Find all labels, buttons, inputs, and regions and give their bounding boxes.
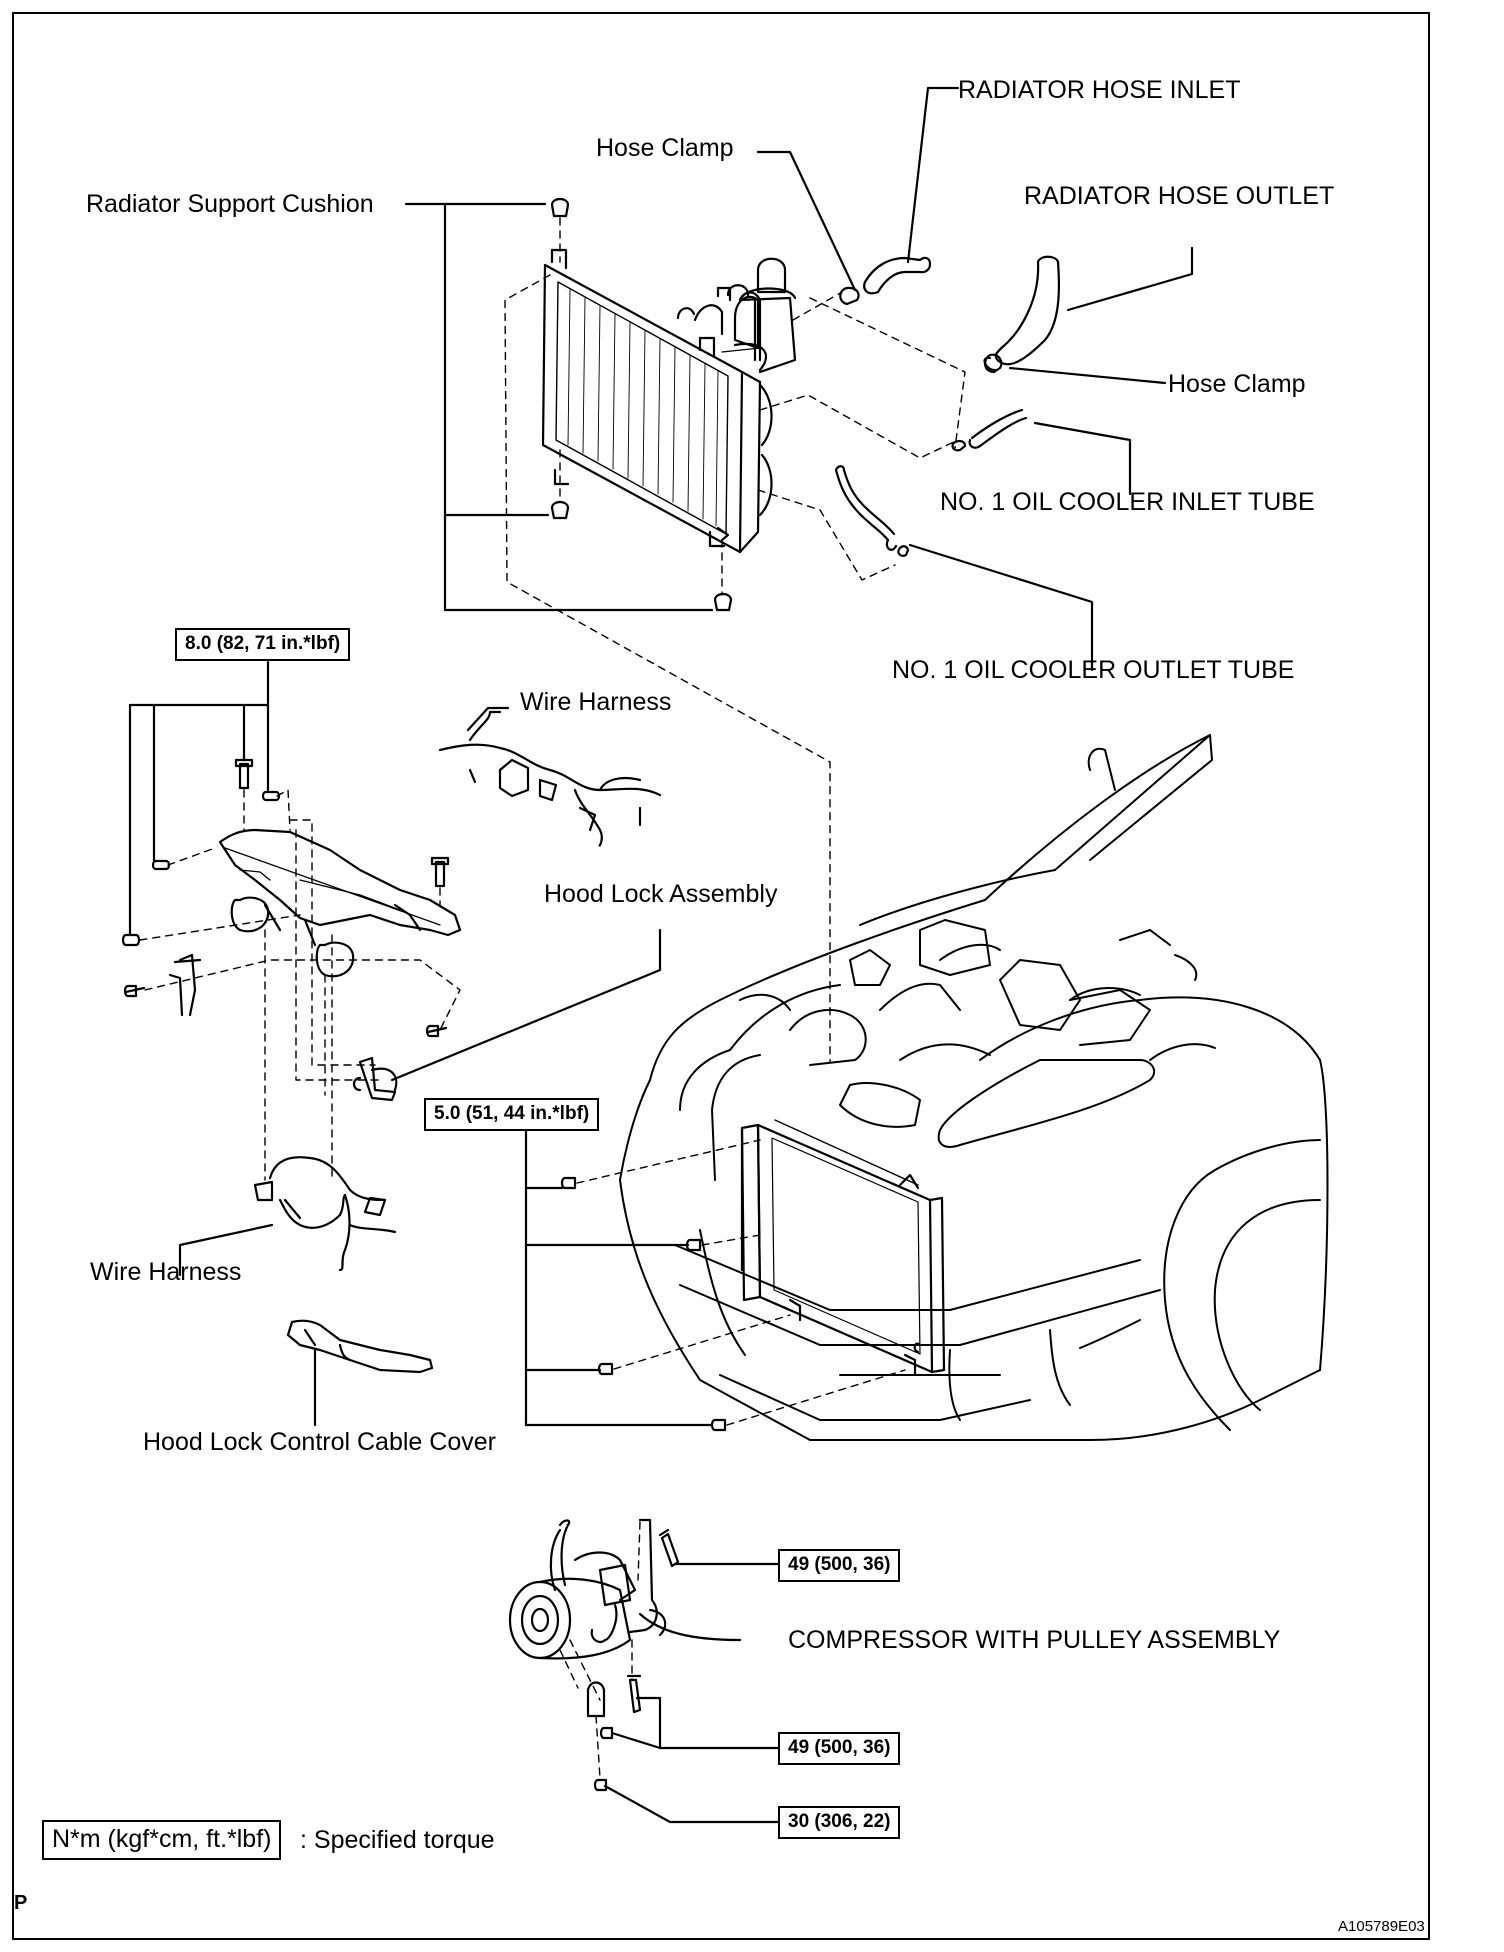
oil-cooler-inlet-label: NO. 1 OIL COOLER INLET TUBE [940, 488, 1315, 516]
wire-harness-top-label: Wire Harness [520, 688, 672, 716]
wire-harness-top-illustration [438, 710, 662, 847]
wire-harness-bottom-label: Wire Harness [90, 1258, 242, 1286]
oil-cooler-outlet-tube-illustration [834, 465, 910, 557]
torque-box-compressor-top: 49 (500, 36) [778, 1549, 901, 1582]
hose-leader-lines [756, 86, 1194, 672]
radiator-dashed-lines [504, 217, 966, 1063]
condenser-torque-leaders [524, 1126, 714, 1427]
condenser-illustration [740, 1119, 946, 1377]
torque-box-compressor-bottom: 30 (306, 22) [778, 1806, 901, 1839]
wire-harness-bottom-leader [178, 1223, 274, 1277]
compressor-dashed-lines [559, 1521, 641, 1779]
hood-lock-assembly-illustration [352, 1056, 398, 1102]
radiator-hose-outlet-label: RADIATOR HOSE OUTLET [1024, 182, 1335, 210]
radiator-hose-inlet-label: RADIATOR HOSE INLET [958, 76, 1241, 104]
wire-harness-top-leader [466, 706, 510, 732]
radiator-support-cushion-label: Radiator Support Cushion [86, 190, 374, 218]
compressor-illustration [508, 1518, 667, 1660]
page-frame [12, 12, 1430, 1940]
hose-clamp-top-label: Hose Clamp [596, 134, 734, 162]
compressor-leaders [603, 1562, 780, 1824]
support-torque-leaders [128, 660, 270, 937]
compressor-label: COMPRESSOR WITH PULLEY ASSEMBLY [788, 1626, 1281, 1654]
oil-cooler-inlet-tube-illustration [951, 408, 1028, 452]
figure-id: A105789E03 [1338, 1918, 1425, 1935]
radiator-upper-support-illustration [168, 828, 462, 1017]
support-dashed-lines [139, 789, 461, 1181]
radiator-hose-outlet-illustration [983, 255, 1061, 374]
support-bolts [121, 758, 450, 1038]
hood-lock-leader [390, 928, 662, 1082]
torque-box-condenser: 5.0 (51, 44 in.*lbf) [424, 1098, 600, 1131]
radiator-support-cushions [550, 197, 733, 612]
wire-harness-bottom-illustration [253, 1156, 397, 1272]
hood-lock-cable-cover-label: Hood Lock Control Cable Cover [143, 1428, 496, 1456]
compressor-bolts [586, 1528, 680, 1792]
oil-cooler-outlet-label: NO. 1 OIL COOLER OUTLET TUBE [892, 656, 1295, 684]
hood-lock-cable-cover-illustration [286, 1319, 434, 1374]
corner-letter: P [14, 1892, 28, 1914]
hose-clamp-right-label: Hose Clamp [1168, 370, 1306, 398]
radiator-illustration [541, 248, 797, 554]
torque-box-compressor-mid: 49 (500, 36) [778, 1732, 901, 1765]
vehicle-front-illustration [619, 734, 1329, 1441]
torque-box-support: 8.0 (82, 71 in.*lbf) [175, 628, 351, 661]
condenser-bolts [560, 1176, 727, 1432]
cushion-leader-lines [404, 202, 714, 612]
legend-unit-box: N*m (kgf*cm, ft.*lbf) [42, 1820, 282, 1860]
condenser-dashed-lines [576, 1139, 906, 1426]
legend-text: : Specified torque [300, 1826, 495, 1854]
hood-lock-assembly-label: Hood Lock Assembly [544, 880, 778, 908]
radiator-hose-inlet-illustration [839, 256, 932, 306]
